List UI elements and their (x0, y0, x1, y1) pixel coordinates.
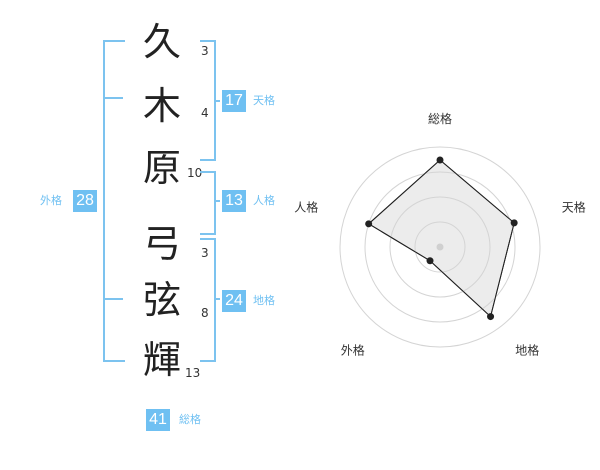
radar-ring (414, 221, 466, 273)
radar-point-2 (510, 219, 518, 227)
radar-point-3 (487, 313, 495, 321)
jinkaku-connector (214, 200, 220, 202)
chikaku-connector (214, 298, 220, 300)
jinkaku-bracket (200, 171, 216, 235)
gaikaku-label: 外格 (40, 194, 62, 207)
radar-axis-label-5: 人格 (294, 199, 318, 214)
soukaku-value-badge: 41 (146, 409, 170, 431)
stroke-count-3: 10 (187, 166, 203, 180)
name-char-2: 木 (142, 84, 181, 128)
radar-ring (339, 146, 541, 348)
jinkaku-value-badge: 13 (222, 190, 246, 212)
radar-point-5 (365, 220, 373, 228)
chikaku-value-badge: 24 (222, 290, 246, 312)
gaikaku-bracket (103, 40, 125, 362)
radar-point-4 (426, 257, 434, 265)
soukaku-label: 総格 (179, 413, 201, 426)
stroke-count-6: 13 (185, 366, 201, 380)
radar-polygon-outline (367, 159, 515, 318)
name-char-1: 久 (142, 20, 181, 64)
gaikaku-bracket-tick (103, 298, 123, 300)
gaikaku-bracket-tick (103, 97, 123, 99)
radar-ring (364, 171, 516, 323)
tenkaku-connector (214, 100, 220, 102)
radar-ring (389, 196, 491, 298)
radar-axis-label-4: 外格 (341, 343, 365, 358)
stroke-count-1: 3 (201, 44, 209, 58)
stroke-count-2: 4 (201, 106, 209, 120)
radar-axis-label-1: 総格 (428, 111, 452, 126)
gaikaku-value-badge: 28 (73, 190, 97, 212)
stroke-count-4: 3 (201, 246, 209, 260)
stroke-count-5: 8 (201, 306, 209, 320)
tenkaku-value-badge: 17 (222, 90, 246, 112)
radar-point-1 (436, 156, 444, 164)
name-char-5: 弦 (142, 278, 181, 322)
name-char-6: 輝 (142, 338, 181, 382)
radar-axis-label-3: 地格 (515, 343, 539, 358)
chikaku-bracket (200, 238, 216, 362)
name-char-3: 原 (142, 146, 181, 190)
tenkaku-label: 天格 (253, 94, 275, 107)
name-char-4: 弓 (142, 222, 181, 266)
radar-axis-label-2: 天格 (562, 199, 586, 214)
chikaku-label: 地格 (253, 294, 275, 307)
radar-center-dot (436, 243, 444, 251)
jinkaku-label: 人格 (253, 194, 275, 207)
